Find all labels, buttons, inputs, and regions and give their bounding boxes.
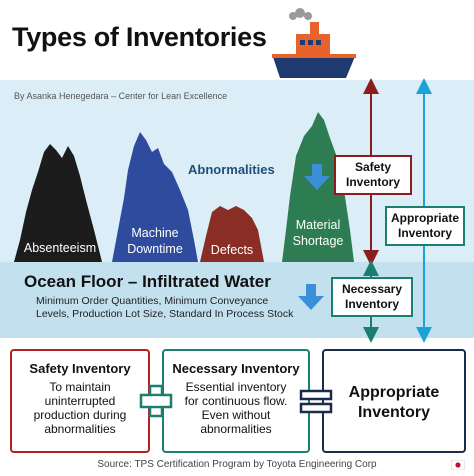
safety-inventory-panel: Safety Inventory To maintain uninterrupt… [10, 349, 150, 453]
down-arrow-icon [298, 284, 324, 310]
safety-inventory-box: Safety Inventory [334, 155, 412, 195]
defects-label: Defects [210, 243, 254, 257]
mountain-absenteeism [14, 144, 102, 262]
byline: By Asanka Henegedara – Center for Lean E… [14, 91, 228, 101]
material-shortage-label: Material Shortage [292, 218, 344, 248]
ocean-floor-title: Ocean Floor – Infiltrated Water [24, 272, 271, 291]
appropriate-inventory-box: Appropriate Inventory [385, 206, 465, 246]
mountain-machine-downtime [112, 132, 198, 262]
ocean-floor-description: Minimum Order Quantities, Minimum Convey… [36, 295, 294, 320]
machine-downtime-label: Machine Downtime [127, 226, 183, 256]
panel-body: Essential inventory for continuous flow.… [184, 380, 288, 436]
absenteeism-label: Absenteeism [23, 241, 97, 255]
panel-body: To maintain uninterrupted production dur… [33, 380, 127, 436]
equals-icon [299, 389, 333, 414]
plus-icon [139, 384, 173, 418]
mountain-defects [200, 206, 264, 262]
down-arrow-icon [304, 164, 330, 190]
ship-icon [272, 8, 356, 78]
panel-title: Necessary Inventory [172, 361, 300, 376]
source-credit: Source: TPS Certification Program by Toy… [97, 459, 377, 470]
page-title: Types of Inventories [12, 22, 267, 52]
necessary-inventory-box: Necessary Inventory [331, 277, 413, 317]
abnormalities-label: Abnormalities [188, 162, 275, 177]
panel-title: Safety Inventory [29, 361, 131, 376]
necessary-inventory-panel: Necessary Inventory Essential inventory … [162, 349, 310, 453]
appropriate-inventory-panel: Appropriate Inventory [322, 349, 466, 453]
flag-icon [451, 460, 465, 470]
